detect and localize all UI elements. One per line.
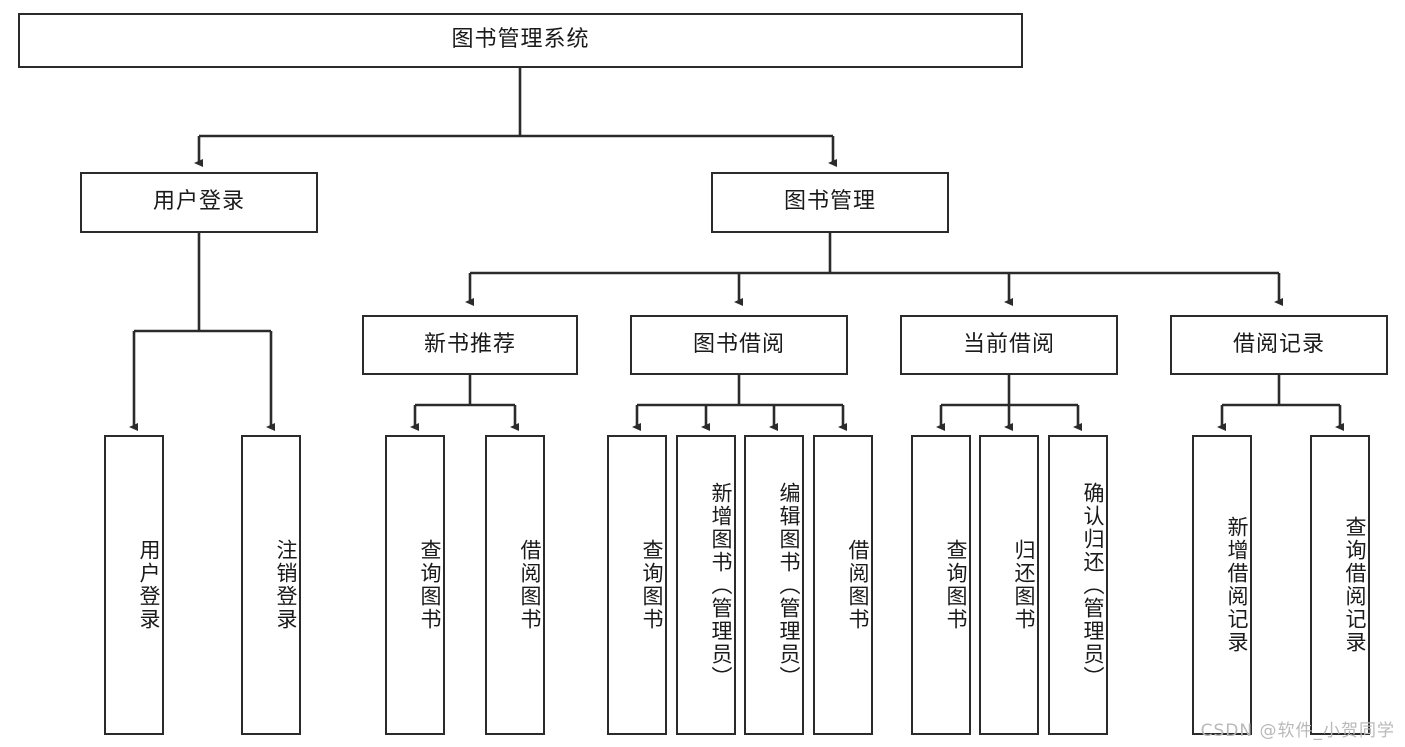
- node-label: 图书借阅: [692, 331, 785, 357]
- node-label: 当前借阅: [962, 331, 1055, 357]
- leaf-borrow-record-add[interactable]: 新增借阅记录: [1192, 435, 1252, 735]
- node-new-book-recommend[interactable]: 新书推荐: [362, 315, 578, 375]
- leaf-user-login-login[interactable]: 用户登录: [104, 435, 164, 735]
- node-label: 新增图书（管理员）: [709, 481, 733, 689]
- node-user-login[interactable]: 用户登录: [80, 172, 318, 233]
- node-label: 借阅图书: [518, 539, 542, 631]
- node-borrow-record[interactable]: 借阅记录: [1170, 315, 1388, 375]
- node-label: 归还图书: [1012, 539, 1036, 631]
- node-label: 用户登录: [152, 189, 245, 215]
- node-label: 查询图书: [418, 539, 442, 631]
- leaf-current-borrow-query[interactable]: 查询图书: [911, 435, 971, 735]
- node-book-borrow[interactable]: 图书借阅: [630, 315, 848, 375]
- leaf-book-borrow-borrow[interactable]: 借阅图书: [813, 435, 873, 735]
- node-root-system[interactable]: 图书管理系统: [18, 13, 1023, 68]
- leaf-book-borrow-add[interactable]: 新增图书（管理员）: [676, 435, 736, 735]
- leaf-book-borrow-edit[interactable]: 编辑图书（管理员）: [744, 435, 804, 735]
- node-label: 图书管理: [783, 189, 876, 215]
- leaf-borrow-record-query[interactable]: 查询借阅记录: [1310, 435, 1370, 735]
- leaf-current-borrow-return[interactable]: 归还图书: [979, 435, 1039, 735]
- node-label: 借阅图书: [846, 539, 870, 631]
- node-label: 查询图书: [944, 539, 968, 631]
- node-label: 查询借阅记录: [1343, 516, 1367, 654]
- node-label: 图书管理系统: [451, 27, 590, 53]
- node-label: 用户登录: [137, 539, 161, 631]
- node-current-borrow[interactable]: 当前借阅: [900, 315, 1118, 375]
- node-label: 借阅记录: [1232, 331, 1325, 357]
- node-label: 编辑图书（管理员）: [777, 481, 801, 689]
- node-book-management[interactable]: 图书管理: [711, 172, 949, 233]
- node-label: 新增借阅记录: [1225, 516, 1249, 654]
- node-label: 确认归还（管理员）: [1081, 481, 1105, 689]
- node-label: 注销登录: [274, 539, 298, 631]
- leaf-new-book-borrow[interactable]: 借阅图书: [485, 435, 545, 735]
- leaf-book-borrow-query[interactable]: 查询图书: [607, 435, 667, 735]
- csdn-watermark: CSDN @软件_小贺同学: [1200, 721, 1395, 741]
- leaf-user-login-logout[interactable]: 注销登录: [241, 435, 301, 735]
- node-label: 查询图书: [640, 539, 664, 631]
- leaf-current-borrow-confirm-return[interactable]: 确认归还（管理员）: [1048, 435, 1108, 735]
- node-label: 新书推荐: [423, 331, 516, 357]
- leaf-new-book-query[interactable]: 查询图书: [385, 435, 445, 735]
